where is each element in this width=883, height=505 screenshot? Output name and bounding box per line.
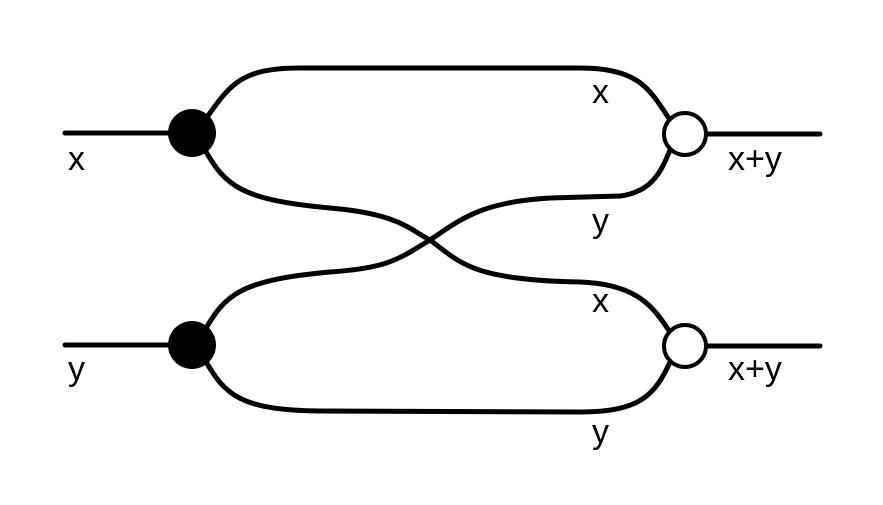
wire-label-top-x: x: [592, 73, 609, 111]
copy-node-y: [168, 321, 216, 369]
wire-label-top-y: y: [592, 202, 609, 240]
copy-node-x: [168, 109, 216, 157]
wire-label-bottom-y: y: [592, 413, 609, 451]
wire-bottom-y: [202, 357, 673, 415]
output-label-top: x+y: [728, 140, 782, 178]
input-label-y: y: [68, 350, 85, 388]
input-label-x: x: [68, 140, 85, 178]
wire-label-bottom-x: x: [592, 282, 609, 320]
add-node-bottom: [662, 323, 708, 369]
wire-top-x: [202, 65, 673, 123]
wire-cross-y: [202, 147, 673, 333]
output-label-bottom: x+y: [728, 350, 782, 388]
add-node-top: [662, 111, 708, 157]
